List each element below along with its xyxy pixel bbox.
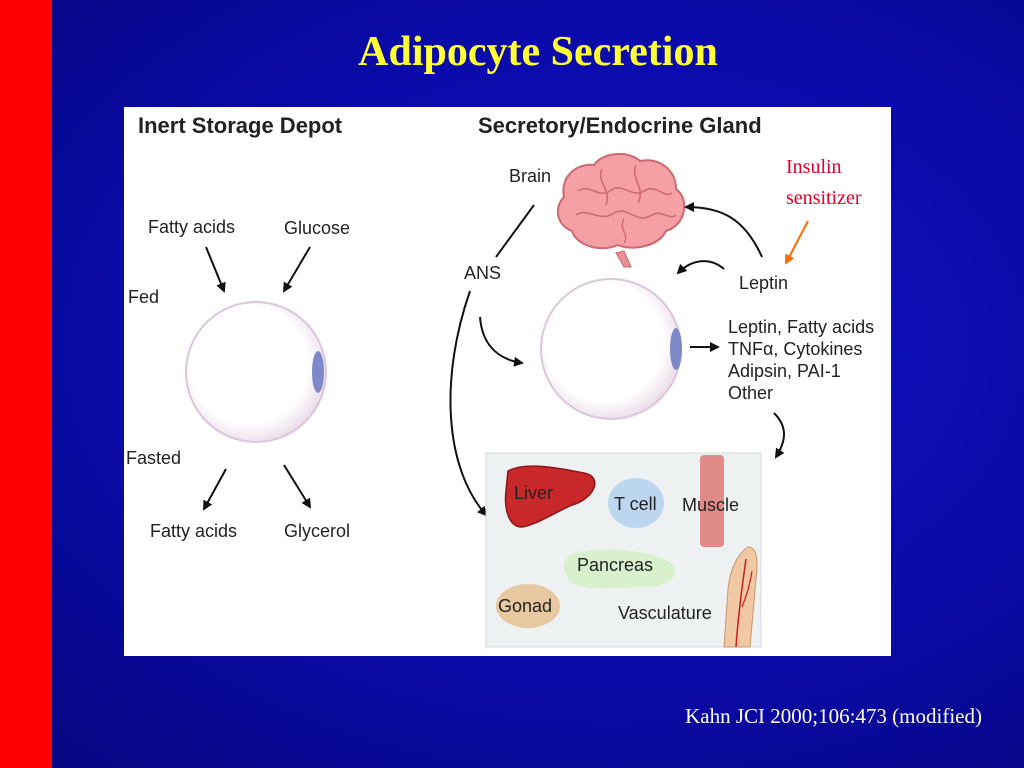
- target-muscle-label: Muscle: [682, 495, 739, 515]
- figure-panel: Inert Storage Depot Secretory/Endocrine …: [124, 107, 891, 656]
- annotation-arrow: [785, 220, 809, 265]
- adipocyte-diagram: Inert Storage Depot Secretory/Endocrine …: [126, 113, 874, 648]
- target-gonad-label: Gonad: [498, 596, 552, 616]
- secretions-to-targets-arrow: [773, 412, 785, 459]
- fasted-output-fatty-acids: Fatty acids: [150, 521, 237, 541]
- target-liver-label: Liver: [514, 483, 553, 503]
- gonad-icon: [496, 584, 560, 628]
- brain-to-ans-line: [495, 204, 535, 258]
- secretion-item-4: Other: [728, 383, 773, 403]
- storage-adipocyte: [185, 301, 327, 443]
- citation: Kahn JCI 2000;106:473 (modified): [685, 704, 982, 728]
- storage-cell-nucleus: [312, 351, 324, 393]
- leptin-label: Leptin: [739, 273, 788, 293]
- ans-to-cell-arrow: [479, 316, 524, 367]
- brain-icon: [556, 153, 686, 268]
- secretion-item-2: TNFα, Cytokines: [728, 339, 862, 359]
- secretion-item-1: Leptin, Fatty acids: [728, 317, 874, 337]
- brain-label: Brain: [509, 166, 551, 186]
- secretion-item-3: Adipsin, PAI-1: [728, 361, 841, 381]
- fasted-output-glycerol: Glycerol: [284, 521, 350, 541]
- slide-title: Adipocyte Secretion: [358, 29, 718, 75]
- fasted-arrow-glycerol: [283, 464, 312, 509]
- fed-label: Fed: [128, 287, 159, 307]
- fed-input-fatty-acids: Fatty acids: [148, 217, 235, 237]
- target-tcell-label: T cell: [614, 494, 657, 514]
- left-header: Inert Storage Depot: [138, 113, 343, 138]
- fasted-arrow-fatty-acids: [203, 468, 227, 511]
- pancreas-icon: [563, 549, 676, 589]
- liver-icon: [504, 465, 596, 528]
- fed-arrow-fatty-acids: [205, 246, 226, 293]
- secretory-adipocyte: [540, 278, 682, 420]
- ans-to-targets-arrow: [449, 290, 488, 517]
- secretory-cell-nucleus: [670, 328, 682, 370]
- muscle-icon: [700, 455, 724, 547]
- vasculature-arm-icon: [723, 546, 758, 648]
- fed-arrow-glucose: [282, 246, 311, 293]
- leptin-to-brain-arrow: [684, 202, 763, 258]
- target-pancreas-label: Pancreas: [577, 555, 653, 575]
- red-side-bar: [0, 0, 52, 768]
- fasted-label: Fasted: [126, 448, 181, 468]
- leptin-to-cell-arrow: [676, 260, 725, 275]
- right-header: Secretory/Endocrine Gland: [478, 113, 762, 138]
- annotation-line-2: sensitizer: [786, 187, 862, 209]
- target-vasculature-label: Vasculature: [618, 603, 712, 623]
- tcell-icon: [608, 478, 664, 528]
- ans-label: ANS: [464, 263, 501, 283]
- fed-input-glucose: Glucose: [284, 218, 350, 238]
- annotation-line-1: Insulin: [786, 156, 842, 178]
